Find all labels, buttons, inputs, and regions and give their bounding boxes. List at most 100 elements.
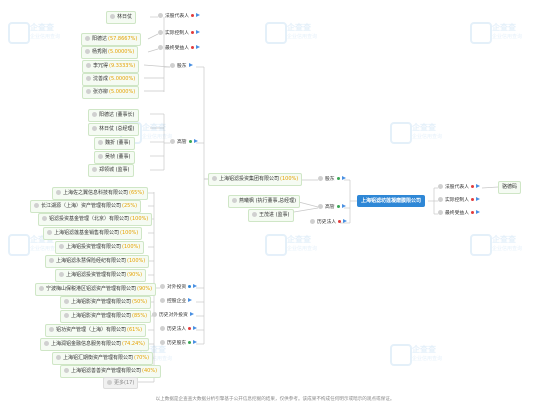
node-dot-icon (86, 75, 91, 81)
expand-arrow-icon[interactable] (193, 340, 198, 344)
executive-node[interactable]: 吴桢 (董事) (94, 151, 135, 164)
green-flag-icon (336, 204, 340, 208)
green-flag-icon (336, 176, 340, 180)
category-legal-rep[interactable]: 法股代表人 (158, 12, 200, 21)
expand-arrow-icon[interactable] (196, 45, 200, 49)
executive-node[interactable]: 王茂进 (监事) (248, 209, 294, 222)
investment-node[interactable]: 上海铝滤投资管理有限公司(90%) (55, 269, 147, 282)
executive-node[interactable]: 燕曦枫 (执行董事,总经理) (228, 195, 301, 208)
red-flag-icon (471, 197, 474, 201)
node-dot-icon (42, 215, 47, 221)
legal-rep-node-right[interactable]: 骆德码 (498, 181, 522, 194)
category-historical-shareholders[interactable]: 历史股东 (160, 339, 198, 348)
red-flag-icon (191, 13, 194, 17)
expand-arrow-icon[interactable] (476, 197, 480, 201)
expand-arrow-icon[interactable] (193, 139, 198, 143)
executive-node[interactable]: 林日仗 (总经理) (88, 123, 139, 136)
red-flag-icon (191, 45, 194, 49)
node-dot-icon (92, 166, 97, 172)
watermark-logo: 企查查企业信用查询 (8, 230, 66, 260)
category-historical-legal-rep-lower[interactable]: 历史法人 (160, 325, 198, 334)
category-executives[interactable]: 高管 (318, 203, 346, 212)
category-executives-upper[interactable]: 高管 (170, 138, 198, 147)
node-dot-icon (85, 48, 90, 54)
executive-node[interactable]: 魏折 (董事) (94, 137, 135, 150)
expand-arrow-icon[interactable] (476, 184, 480, 188)
expand-arrow-icon[interactable] (341, 176, 346, 180)
more-button[interactable]: 更多(17) (103, 377, 139, 389)
ubo-node[interactable]: 阳德达(57.8667%) (81, 33, 142, 46)
expand-arrow-icon[interactable] (341, 204, 346, 208)
executive-node[interactable]: 郑领城 (监事) (88, 164, 134, 177)
node-dot-icon (49, 257, 54, 263)
node-dot-icon (92, 111, 97, 117)
investment-node[interactable]: 上海铝汇期衡资产管理有限公司(70%) (52, 352, 154, 365)
node-dot-icon (310, 218, 315, 224)
node-dot-icon (98, 139, 103, 145)
connector-line (147, 33, 159, 40)
expand-arrow-icon[interactable] (188, 63, 193, 67)
node-dot-icon (34, 202, 39, 208)
investment-node[interactable]: 上海铝滤莲基金销售有限公司(100%) (43, 227, 143, 240)
investment-node[interactable]: 上海铝影资产管理有限公司(85%) (60, 310, 152, 323)
investment-node[interactable]: 宁波梅山保税港区铝滤资产管理有限公司(90%) (35, 283, 157, 296)
red-flag-icon (471, 184, 474, 188)
expand-arrow-icon[interactable] (196, 30, 200, 34)
category-actual-controller-right[interactable]: 实际控制人 (438, 196, 480, 205)
node-dot-icon (252, 211, 257, 217)
node-dot-icon (158, 44, 163, 50)
node-dot-icon (56, 189, 61, 195)
footer-disclaimer: 以上数据是企查查大数据分析引擎基于公开信息挖掘的结果，仅供参考。该成果不构成任何… (155, 397, 395, 402)
investment-node[interactable]: 上海佐之翼信息科技有限公司(65%) (52, 187, 149, 200)
parent-shareholder-node[interactable]: 上海铝滤投资集团有限公司(100%) (208, 173, 303, 186)
category-historical-investment[interactable]: 历史对外投资 (152, 311, 194, 320)
ubo-node[interactable]: 杨秀刚(5.0000%) (81, 46, 139, 59)
red-flag-icon (338, 219, 342, 223)
executive-node[interactable]: 阳德达 (董事长) (88, 109, 139, 122)
category-shareholders[interactable]: 股东 (318, 175, 346, 184)
category-ultimate-beneficiary[interactable]: 最终受益人 (158, 44, 200, 53)
investment-node[interactable]: 上海铝滤永慧保险经纪有限公司(100%) (45, 255, 150, 268)
investment-node[interactable]: 铝功资产管理（上海）有限公司(61%) (45, 324, 147, 337)
node-dot-icon (98, 153, 103, 159)
watermark-logo: 企查查企业信用查询 (390, 340, 448, 370)
category-legal-rep-right[interactable]: 法股代表人 (438, 183, 480, 192)
category-actual-controller[interactable]: 实际控制人 (158, 29, 200, 38)
expand-arrow-icon[interactable] (193, 284, 198, 288)
watermark-logo: 企查查企业信用查询 (265, 18, 323, 48)
legal-rep-node[interactable]: 林日仗 (106, 11, 137, 24)
node-dot-icon (318, 175, 323, 181)
expand-arrow-icon[interactable] (196, 13, 200, 17)
red-flag-icon (188, 326, 192, 330)
center-company-node[interactable]: 上海铝滤坊莲凝磨膜限公司 (357, 195, 426, 207)
category-outbound-investment[interactable]: 对外投资 (160, 283, 198, 292)
category-historical-legal-rep[interactable]: 历史法人 (310, 218, 348, 227)
node-dot-icon (438, 183, 443, 189)
category-ultimate-beneficiary-right[interactable]: 最终受益人 (438, 209, 480, 218)
shareholder-node[interactable]: 沈善成(5.0000%) (82, 73, 140, 86)
expand-arrow-icon[interactable] (193, 326, 198, 330)
node-dot-icon (152, 311, 157, 317)
expand-arrow-icon[interactable] (476, 210, 480, 214)
investment-node[interactable]: 上海润铝金融信息服务有限公司(74.24%) (40, 338, 149, 351)
node-dot-icon (47, 229, 52, 235)
node-dot-icon (318, 203, 323, 209)
expand-arrow-icon[interactable] (188, 298, 193, 302)
shareholder-node[interactable]: 李冗得(9.3333%) (82, 60, 140, 73)
investment-node[interactable]: 上海铝影资产管理有限公司(50%) (60, 296, 152, 309)
node-dot-icon (64, 367, 69, 373)
node-dot-icon (64, 298, 69, 304)
node-dot-icon (158, 29, 163, 35)
investment-node[interactable]: 长江湖源（上海）资产管理有限公司(25%) (30, 200, 142, 213)
investment-node[interactable]: 上海铝投资管理有限公司(100%) (55, 241, 145, 254)
node-dot-icon (438, 196, 443, 202)
category-shareholders-upper[interactable]: 股东 (170, 62, 193, 71)
shareholder-node[interactable]: 张亦柳(5.0000%) (82, 86, 140, 99)
node-dot-icon (170, 138, 175, 144)
connector-line (147, 48, 159, 53)
expand-arrow-icon[interactable] (343, 219, 348, 223)
node-dot-icon (44, 340, 49, 346)
investment-node[interactable]: 铝滤投资基金管理（北京）有限公司(100%) (38, 213, 153, 226)
category-controlled-companies[interactable]: 控股企业 (160, 297, 193, 306)
expand-arrow-icon[interactable] (189, 312, 194, 316)
